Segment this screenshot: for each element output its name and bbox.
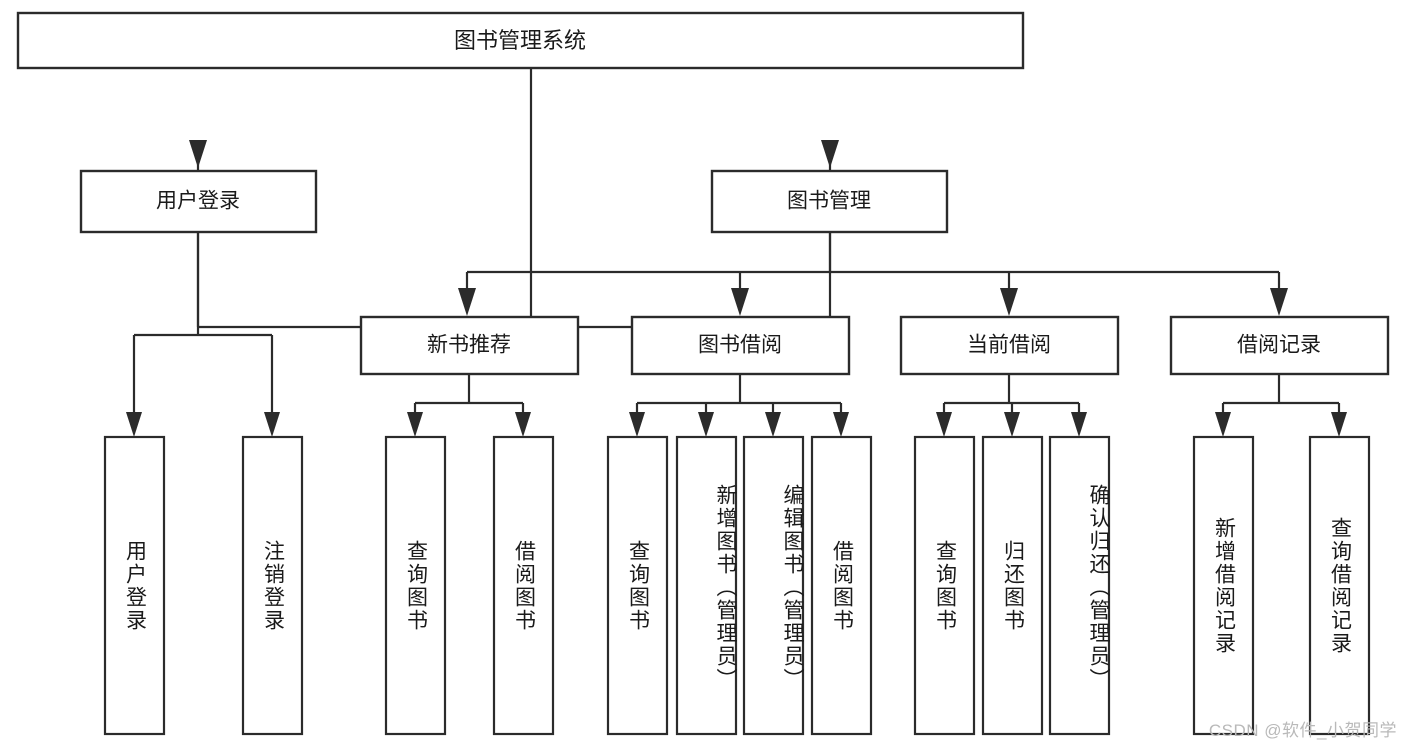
leaf-box-add-book-admin[interactable] xyxy=(675,435,738,736)
node-new-book-recommend-box[interactable] xyxy=(359,315,580,376)
node-root-box[interactable] xyxy=(16,11,1025,70)
arrow-head-book-borrow xyxy=(731,288,749,316)
node-book-borrow-box[interactable] xyxy=(630,315,851,376)
node-root[interactable]: 图书管理系统 xyxy=(16,11,1025,70)
node-current-borrow-label: 当前借阅 xyxy=(967,334,1051,357)
node-new-book-recommend[interactable]: 新书推荐 xyxy=(359,315,580,376)
connector-user-login-group xyxy=(132,232,274,424)
arrow-head-leaf-2 xyxy=(264,412,280,437)
arrow-head-leaf-10 xyxy=(1004,412,1020,437)
leaf-box-query-book-current[interactable] xyxy=(913,435,976,736)
node-current-borrow[interactable]: 当前借阅 xyxy=(899,315,1120,376)
leaf-box-group xyxy=(103,435,1371,736)
connector-book-borrow-group xyxy=(635,374,843,424)
arrow-head-leaf-7 xyxy=(765,412,781,437)
leaf-box-add-borrow-record[interactable] xyxy=(1192,435,1255,736)
leaf-box-query-book-recommend[interactable] xyxy=(384,435,447,736)
arrow-head-user-login xyxy=(189,140,207,168)
node-user-login[interactable]: 用户登录 xyxy=(79,169,318,234)
arrow-head-leaf-8 xyxy=(833,412,849,437)
arrow-head-leaf-9 xyxy=(936,412,952,437)
node-book-management-box[interactable] xyxy=(710,169,949,234)
leaf-box-query-borrow-record[interactable] xyxy=(1308,435,1371,736)
node-book-management-label: 图书管理 xyxy=(787,190,871,213)
leaf-box-return-book[interactable] xyxy=(981,435,1044,736)
leaf-box-user-login[interactable] xyxy=(103,435,166,736)
leaf-box-confirm-return-admin[interactable] xyxy=(1048,435,1111,736)
node-book-borrow-label: 图书借阅 xyxy=(698,334,782,357)
node-borrow-record-label: 借阅记录 xyxy=(1237,334,1321,357)
arrow-head-new-book xyxy=(458,288,476,316)
connector-new-book-group xyxy=(413,374,525,424)
arrow-head-leaf-13 xyxy=(1331,412,1347,437)
arrow-head-leaf-1 xyxy=(126,412,142,437)
connector-book-mgmt-group xyxy=(465,232,1281,288)
node-user-login-box[interactable] xyxy=(79,169,318,234)
arrowhead-group xyxy=(126,140,1347,437)
node-new-book-recommend-label: 新书推荐 xyxy=(427,334,511,357)
leaf-box-logout[interactable] xyxy=(241,435,304,736)
node-borrow-record[interactable]: 借阅记录 xyxy=(1169,315,1390,376)
arrow-head-book-mgmt xyxy=(821,140,839,168)
leaf-box-borrow-book-recommend[interactable] xyxy=(492,435,555,736)
arrow-head-leaf-6 xyxy=(698,412,714,437)
arrow-head-leaf-12 xyxy=(1215,412,1231,437)
arrow-head-current-borrow xyxy=(1000,288,1018,316)
node-current-borrow-box[interactable] xyxy=(899,315,1120,376)
node-borrow-record-box[interactable] xyxy=(1169,315,1390,376)
node-book-management[interactable]: 图书管理 xyxy=(710,169,949,234)
leaf-box-edit-book-admin[interactable] xyxy=(742,435,805,736)
leaf-box-borrow-book[interactable] xyxy=(810,435,873,736)
connector-borrow-record-group xyxy=(1221,374,1341,424)
node-book-borrow[interactable]: 图书借阅 xyxy=(630,315,851,376)
arrow-head-leaf-4 xyxy=(515,412,531,437)
node-user-login-label: 用户登录 xyxy=(156,190,240,213)
arrow-head-leaf-5 xyxy=(629,412,645,437)
arrow-head-leaf-11 xyxy=(1071,412,1087,437)
watermark-text: CSDN @软件_小贺同学 xyxy=(1208,721,1397,740)
arrow-head-leaf-3 xyxy=(407,412,423,437)
leaf-box-query-book-borrow[interactable] xyxy=(606,435,669,736)
arrow-head-borrow-record xyxy=(1270,288,1288,316)
node-root-label: 图书管理系统 xyxy=(454,28,586,53)
